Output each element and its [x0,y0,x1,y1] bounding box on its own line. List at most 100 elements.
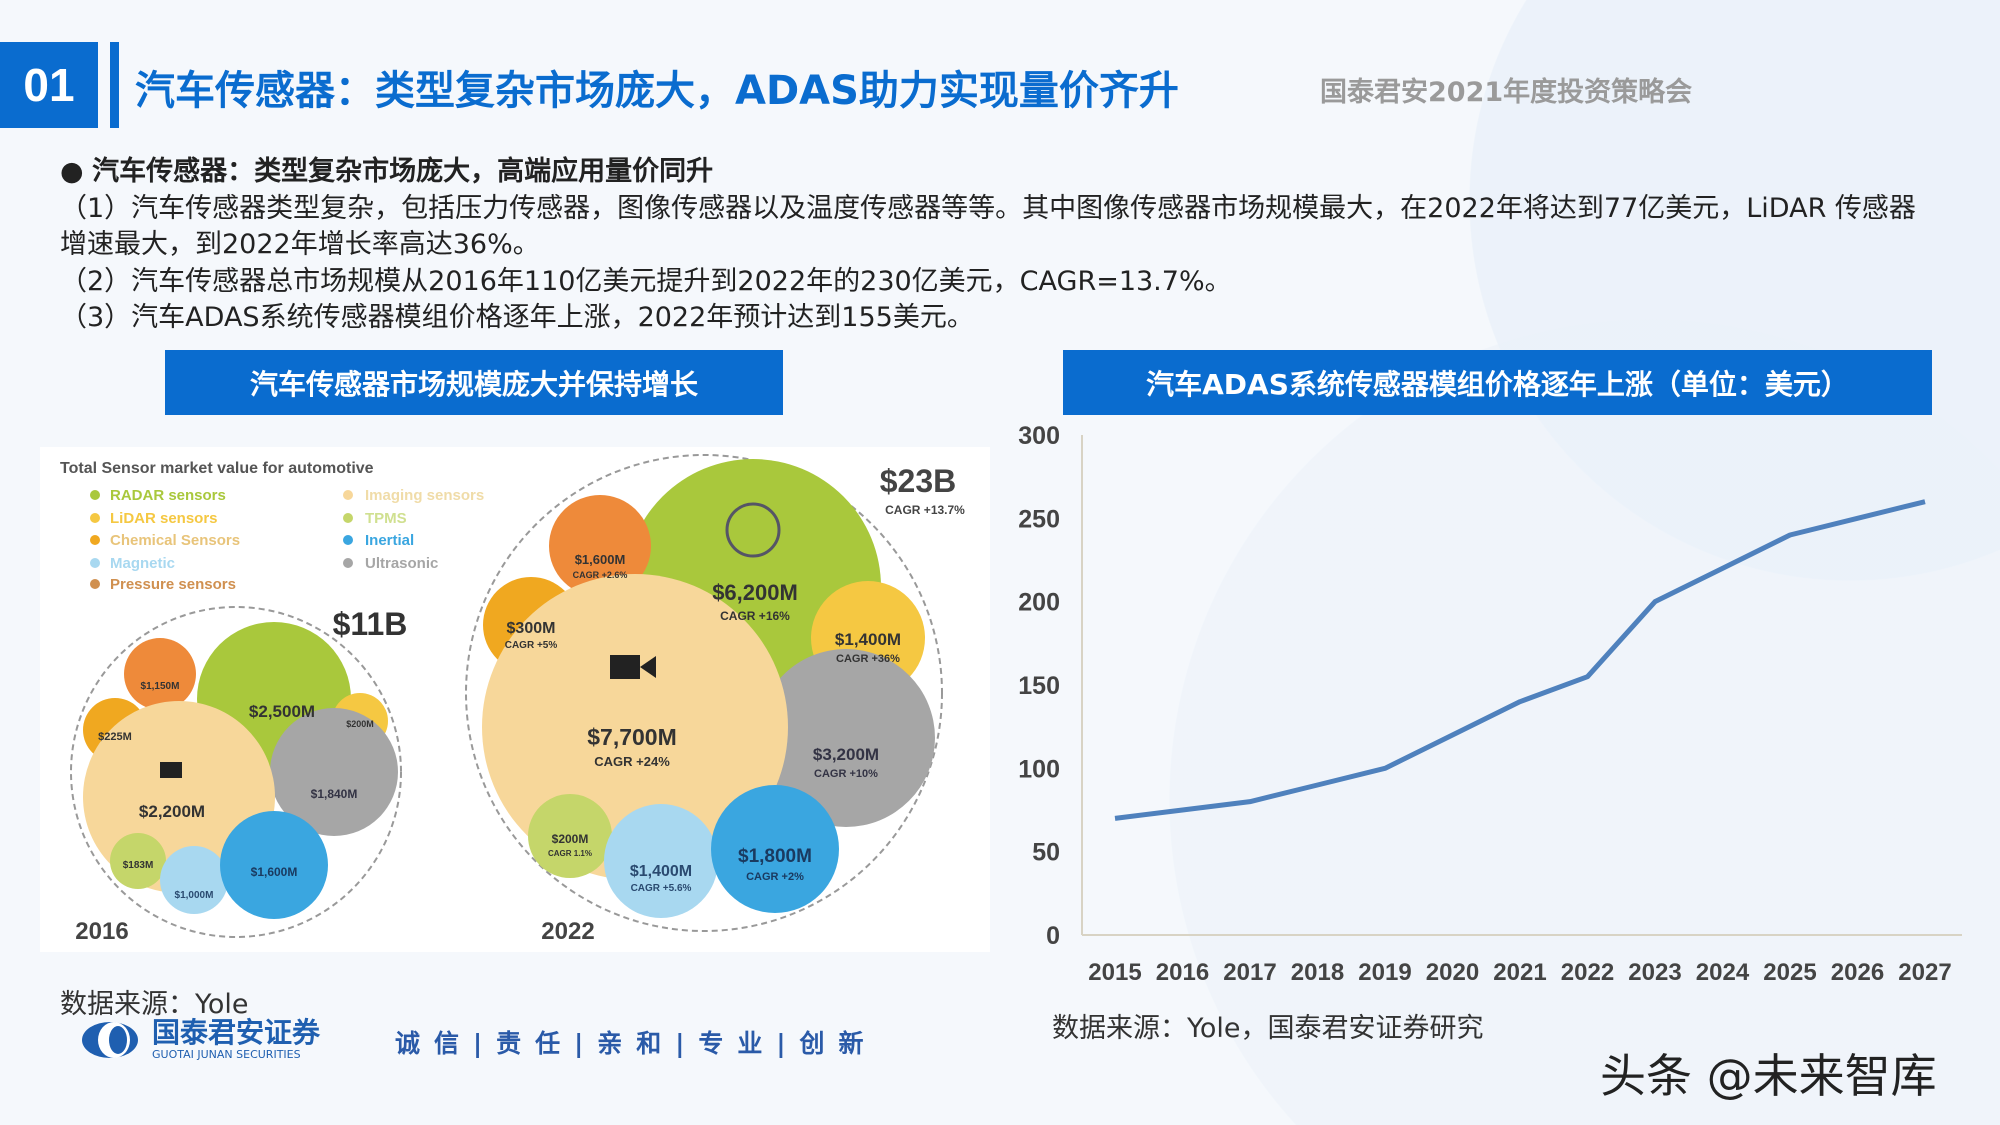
x-tick-label: 2019 [1358,959,1411,986]
logo-text-cn: 国泰君安证券 [152,1016,321,1049]
figure-title: Total Sensor market value for automotive [60,460,374,477]
bubble-label: $1,400M [835,630,901,649]
legend-dot [90,513,100,523]
summary-line: （3）汽车ADAS系统传感器模组价格逐年上涨，2022年预计达到155美元。 [60,302,974,333]
y-tick-label: 100 [1018,755,1060,783]
total-2022: $23B [880,463,957,499]
section-number: 01 [0,42,98,128]
bubble-group-2022 [465,454,943,932]
bubble-label: $2,500M [249,702,315,721]
company-logo: 国泰君安证券 GUOTAI JUNAN SECURITIES [80,1018,320,1061]
legend-item: Pressure sensors [110,576,236,593]
bubble-svg: Total Sensor market value for automotive… [60,454,965,945]
left-source: 数据来源：Yole [60,989,249,1020]
sensor-bubble-figure: Total Sensor market value for automotive… [40,447,990,952]
total-cagr-2022: CAGR +13.7% [885,503,965,517]
x-tick-label: 2022 [1561,959,1614,986]
y-tick-label: 250 [1018,505,1060,533]
bubble-label: $3,200M [813,745,879,764]
camera-icon [610,655,640,679]
bubble-inertial-2016 [220,811,328,919]
bubble-pressure-2022 [549,495,651,597]
bubble-magnetic-2022 [604,804,718,918]
bubble-label: $300M [507,620,556,637]
bubble-label: CAGR +16% [720,609,790,623]
year-2016: 2016 [75,918,128,945]
bubble-label: CAGR +2.6% [573,570,628,580]
legend-dot [343,513,353,523]
bubble-pressure-2016 [124,638,196,710]
bubble-label: $1,600M [575,552,626,567]
bubble-label: $200M [346,719,374,729]
summary-heading: ● 汽车传感器：类型复杂市场庞大，高端应用量价同升 [60,156,714,187]
bubble-ultrasonic-2016 [270,708,398,836]
right-source: 数据来源：Yole，国泰君安证券研究 [1052,1013,1484,1044]
x-tick-label: 2024 [1696,959,1750,986]
legend-item: Magnetic [110,555,175,572]
x-tick-label: 2027 [1898,959,1951,986]
bubble-label: CAGR +10% [814,768,878,780]
x-tick-label: 2023 [1628,959,1681,986]
legend-dot [90,535,100,545]
legend-dot [343,558,353,568]
bubble-label: $1,000M [175,890,214,901]
logo-icon [82,1021,138,1058]
bubble-magnetic-2016 [160,846,228,914]
legend-dot [343,490,353,500]
x-tick-label: 2026 [1831,959,1884,986]
bubble-inertial-2022 [711,785,839,913]
legend-item: Chemical Sensors [110,532,240,549]
bubble-label: CAGR +5.6% [631,883,692,894]
x-tick-label: 2018 [1291,959,1344,986]
total-2016: $11B [333,606,408,642]
summary-line: （2）汽车传感器总市场规模从2016年110亿美元提升到2022年的230亿美元… [60,265,1232,297]
bubble-label: $7,700M [587,724,677,750]
legend-item: LiDAR sensors [110,510,218,527]
left-banner: 汽车传感器市场规模庞大并保持增长 [165,350,783,415]
bubble-label: $1,400M [630,863,692,880]
bubble-label: $1,150M [141,681,180,692]
bubble-label: $225M [98,731,132,743]
y-tick-label: 0 [1046,922,1060,950]
page-title: 汽车传感器：类型复杂市场庞大，ADAS助力实现量价齐升 [135,68,1179,114]
legend-item: TPMS [365,510,407,527]
legend-dot [90,558,100,568]
right-banner: 汽车ADAS系统传感器模组价格逐年上涨（单位：美元） [1063,350,1932,415]
legend-item: RADAR sensors [110,487,226,504]
x-tick-label: 2015 [1088,959,1141,986]
legend-item: Ultrasonic [365,555,438,572]
year-2022: 2022 [541,918,594,945]
legend-item: Imaging sensors [365,487,484,504]
radar-icon [725,502,781,558]
bubble-label: $6,200M [712,580,798,605]
bubble-ultrasonic-2022 [757,649,935,827]
figure-legend: RADAR sensors LiDAR sensors Chemical Sen… [90,487,484,593]
bubble-group-2016 [70,606,402,938]
x-tick-label: 2025 [1763,959,1816,986]
x-tick-label: 2016 [1156,959,1209,986]
page-subtitle: 国泰君安2021年度投资策略会 [1320,77,1693,108]
bubble-label: CAGR +2% [746,871,804,883]
title-divider [110,42,119,128]
bubble-label: CAGR +5% [505,640,558,651]
y-tick-label: 50 [1032,839,1060,867]
camera-icon [640,656,656,678]
summary-text: ● 汽车传感器：类型复杂市场庞大，高端应用量价同升 （1）汽车传感器类型复杂，包… [60,154,1940,337]
x-tick-label: 2020 [1426,959,1479,986]
watermark: 头条 @未来智库 [1600,1049,1937,1103]
y-tick-label: 300 [1018,422,1060,450]
y-tick-label: 150 [1018,672,1060,700]
legend-dot [343,535,353,545]
bubble-label: CAGR 1.1% [548,849,592,858]
x-tick-label: 2021 [1493,959,1546,986]
bubble-tpms-2016 [110,833,166,889]
legend-dot [90,490,100,500]
bubble-label: $2,200M [139,802,205,821]
y-tick-label: 200 [1018,589,1060,617]
logo-text-en: GUOTAI JUNAN SECURITIES [152,1048,301,1061]
bubble-label: $1,600M [251,865,298,879]
bubble-tpms-2022 [528,794,612,878]
legend-dot [90,579,100,589]
bubble-label: $183M [123,860,154,871]
